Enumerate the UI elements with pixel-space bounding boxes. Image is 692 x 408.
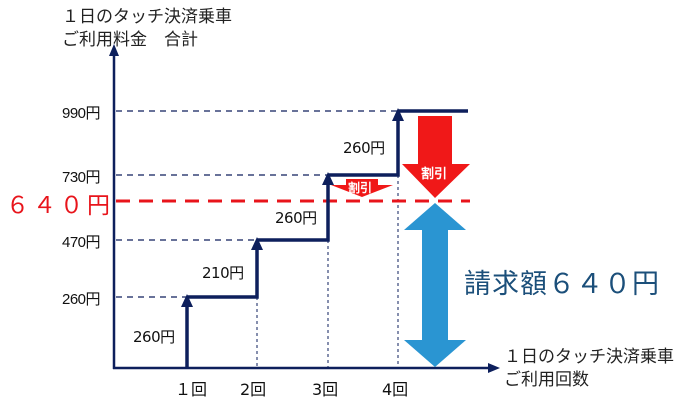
step-label-3: 260円 xyxy=(275,209,317,227)
discount-large-label: 割引 xyxy=(421,167,448,182)
discount-small-label: 割引 xyxy=(348,181,373,195)
y-axis-title-line2: ご利用料金 合計 xyxy=(62,30,198,50)
y-axis-title: １日のタッチ決済乗車 ご利用料金 合計 xyxy=(62,6,232,52)
x-label-2: 2回 xyxy=(240,380,267,399)
x-label-1: １回 xyxy=(175,380,208,399)
guide-lines xyxy=(116,110,398,298)
step-line xyxy=(185,109,468,368)
discount-small-arrow xyxy=(331,179,393,197)
x-label-4: 4回 xyxy=(382,380,409,399)
y-label-730: 730円 xyxy=(62,169,101,186)
step-label-1: 260円 xyxy=(133,328,175,346)
step-arrowheads xyxy=(181,108,404,307)
billing-total-label: 請求額６４０円 xyxy=(464,269,660,300)
step-label-4: 260円 xyxy=(343,139,385,157)
drop-lines xyxy=(256,175,399,367)
y-label-640: ６４０円 xyxy=(6,193,114,219)
discount-large-arrow xyxy=(402,116,470,198)
y-label-470: 470円 xyxy=(62,234,101,251)
axes xyxy=(109,44,500,373)
billing-double-arrow xyxy=(404,203,466,367)
step-label-2: 210円 xyxy=(202,264,244,282)
y-label-990: 990円 xyxy=(62,105,101,122)
x-label-3: 3回 xyxy=(312,380,339,399)
x-axis-title-line2: ご利用回数 xyxy=(504,370,589,390)
y-label-260: 260円 xyxy=(62,291,101,308)
x-axis-title: １日のタッチ決済乗車 ご利用回数 xyxy=(504,346,674,392)
y-axis-title-line1: １日のタッチ決済乗車 xyxy=(62,7,232,27)
x-axis-title-line1: １日のタッチ決済乗車 xyxy=(504,347,674,367)
